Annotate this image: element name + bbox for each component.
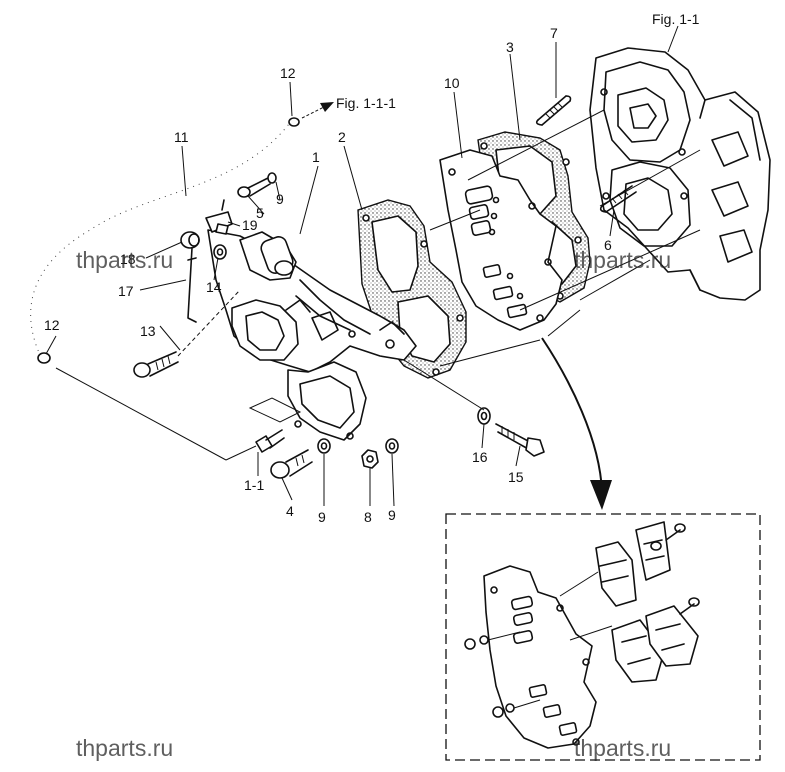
- callout-19: 19: [242, 217, 258, 233]
- fuel-hose-11: [28, 118, 294, 356]
- callout-18: 18: [120, 251, 136, 267]
- callout-1: 1: [312, 149, 320, 165]
- callout-11: 11: [174, 129, 189, 145]
- intake-body-1: [207, 229, 417, 373]
- washer-9-right: [385, 438, 399, 454]
- callout-7: 7: [550, 25, 558, 41]
- callout-17: 17: [118, 283, 134, 299]
- callout-15: 15: [508, 469, 524, 485]
- callout-12-bottom: 12: [44, 317, 60, 333]
- callout-13: 13: [140, 323, 156, 339]
- screw-5: [237, 177, 271, 198]
- figure-title: Fig. 1-1: [652, 11, 700, 27]
- screw-13: [133, 289, 241, 378]
- stud-7: [535, 95, 572, 126]
- lower-cover: [287, 361, 367, 441]
- callout-16: 16: [472, 449, 488, 465]
- callout-8: 8: [364, 509, 372, 525]
- labels: Fig. 1-1 Fig. 1-1-1 12 11 1 2 3 10 7 9 5…: [44, 11, 700, 525]
- hose-clip-12-bottom: [37, 352, 51, 364]
- bracket-19: [205, 199, 233, 235]
- washer-9-lower: [317, 438, 331, 454]
- bolt-15: [495, 423, 545, 457]
- callout-5: 5: [256, 205, 264, 221]
- hose-clip-12-top: [288, 117, 300, 127]
- callout-leaders: [45, 25, 679, 507]
- watermark: thparts.ru: [76, 735, 173, 761]
- washer-16: [477, 407, 491, 425]
- callout-12-top: 12: [280, 65, 296, 81]
- callout-10: 10: [444, 75, 460, 91]
- callout-9-right: 9: [388, 507, 396, 523]
- callout-6: 6: [604, 237, 612, 253]
- callout-3: 3: [506, 39, 514, 55]
- watermarks: thparts.ru thparts.ru thparts.ru thparts…: [76, 247, 671, 761]
- detail-arrow: [541, 337, 612, 510]
- callout-9-top: 9: [276, 191, 284, 207]
- choke-rod-17: [187, 247, 197, 323]
- washer-14: [213, 244, 227, 260]
- callout-1-1: 1-1: [244, 477, 264, 493]
- reed-plate-10: [439, 149, 563, 331]
- screw-4: [270, 449, 313, 479]
- callout-9-lower: 9: [318, 509, 326, 525]
- reference-arrow: [301, 102, 334, 119]
- fitting-1-1: [255, 429, 285, 453]
- cap-18: [180, 231, 200, 249]
- detail-inset: [445, 513, 761, 761]
- callout-2: 2: [338, 129, 346, 145]
- reference-label: Fig. 1-1-1: [336, 95, 396, 111]
- watermark: thparts.ru: [574, 735, 671, 761]
- leader-lines: [55, 109, 701, 461]
- callout-4: 4: [286, 503, 294, 519]
- washer-9-top: [267, 172, 277, 184]
- crankcase: [589, 47, 771, 301]
- callout-14: 14: [206, 279, 222, 295]
- watermark: thparts.ru: [574, 247, 671, 273]
- watermark: thparts.ru: [76, 247, 173, 273]
- nut-8: [361, 449, 379, 469]
